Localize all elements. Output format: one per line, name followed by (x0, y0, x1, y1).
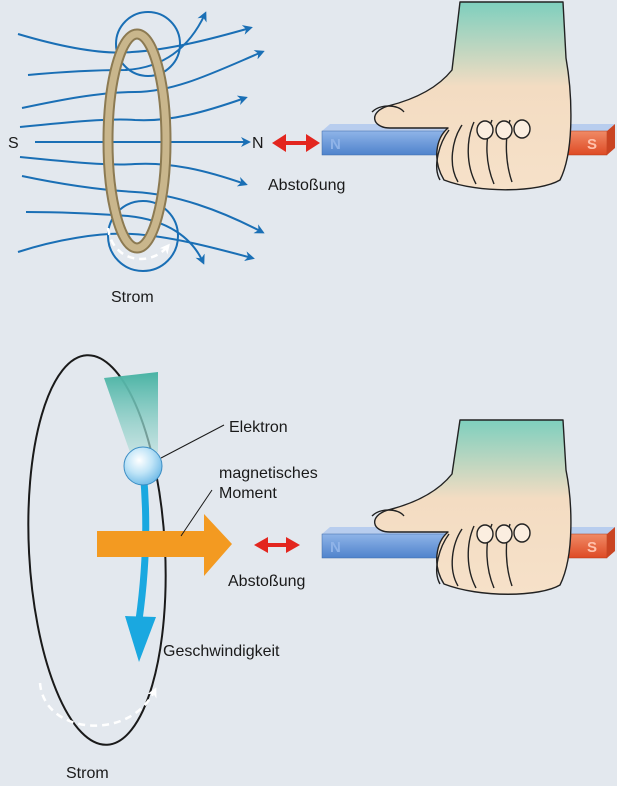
field-south-label: S (8, 135, 19, 152)
hand-illustration (372, 2, 571, 190)
repulsion-arrow (272, 134, 320, 152)
magnet-south-pole-label-bottom: S (587, 539, 597, 556)
repulsion-label-bottom: Abstoßung (228, 573, 305, 590)
magnet-north-pole-label-bottom: N (330, 539, 341, 556)
magnet-north-pole-label: N (330, 136, 341, 153)
repulsion-label: Abstoßung (268, 177, 345, 194)
electron-label: Elektron (229, 419, 288, 436)
electron-beam (104, 372, 158, 458)
magnet-south-pole-label: S (587, 136, 597, 153)
top-panel: S N Abstoßung Strom N S (8, 2, 615, 306)
moment-label-line2: Moment (219, 485, 277, 502)
electron-ball (124, 447, 162, 485)
magnetic-moment-arrow (97, 514, 232, 576)
electron-leader-line (161, 425, 224, 458)
velocity-arrow (125, 470, 156, 662)
velocity-label: Geschwindigkeit (163, 643, 280, 660)
current-label: Strom (111, 289, 154, 306)
field-lines (18, 12, 262, 271)
field-north-label: N (252, 135, 264, 152)
hand-illustration-bottom (372, 420, 571, 594)
current-label-bottom: Strom (66, 765, 109, 782)
repulsion-arrow-bottom (254, 537, 300, 553)
bottom-panel: Elektron magnetisches Moment Abstoßung G… (19, 352, 615, 782)
moment-label-line1: magnetisches (219, 465, 318, 482)
